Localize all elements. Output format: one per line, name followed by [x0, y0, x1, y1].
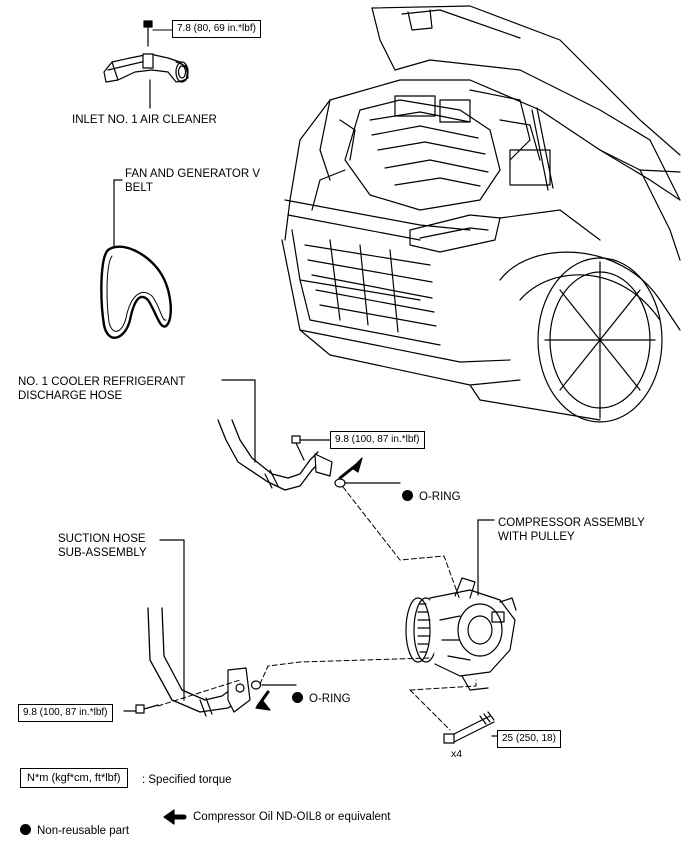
label-suction-hose: SUCTION HOSE SUB-ASSEMBLY — [58, 533, 147, 559]
legend-non-reusable-text: Non-reusable part — [37, 825, 130, 837]
legend-compressor-oil: Compressor Oil ND-OIL8 or equivalent — [193, 811, 391, 823]
torque-box-suction-hose: 9.8 (100, 87 in.*lbf) — [18, 704, 113, 722]
torque-box-air-cleaner: 7.8 (80, 69 in.*lbf) — [172, 20, 261, 38]
non-reusable-dot-icon — [20, 824, 31, 835]
legend-torque-unit-box: N*m (kgf*cm, ft*lbf) — [20, 768, 128, 788]
bolt-quantity-label: x4 — [451, 748, 463, 760]
fan-belt-part — [100, 179, 172, 339]
torque-box-compressor: 25 (250, 18) — [497, 730, 561, 748]
non-reusable-dot-icon — [402, 490, 413, 501]
suction-hose-part — [123, 539, 297, 717]
label-o-ring-lower: O-RING — [292, 678, 351, 706]
torque-box-discharge-hose: 9.8 (100, 87 in.*lbf) — [330, 431, 425, 449]
discharge-hose-part — [217, 379, 401, 491]
non-reusable-dot-icon — [292, 692, 303, 703]
legend-non-reusable: Non-reusable part — [20, 810, 129, 838]
legend-torque-desc: : Specified torque — [142, 774, 232, 786]
label-discharge-hose: NO. 1 COOLER REFRIGERANT DISCHARGE HOSE — [18, 376, 186, 402]
compressor-part — [405, 519, 517, 744]
label-o-ring-upper: O-RING — [402, 476, 461, 504]
o-ring-lower-text: O-RING — [309, 693, 351, 705]
label-fan-belt: FAN AND GENERATOR V BELT — [125, 168, 261, 194]
label-inlet-air-cleaner: INLET NO. 1 AIR CLEANER — [72, 114, 217, 126]
legend-arrow-icon — [163, 809, 187, 825]
o-ring-upper-text: O-RING — [419, 491, 461, 503]
label-compressor: COMPRESSOR ASSEMBLY WITH PULLEY — [498, 517, 645, 543]
alignment-lines — [157, 486, 477, 731]
vehicle-illustration — [281, 5, 681, 423]
air-cleaner-inlet-part — [103, 20, 189, 109]
